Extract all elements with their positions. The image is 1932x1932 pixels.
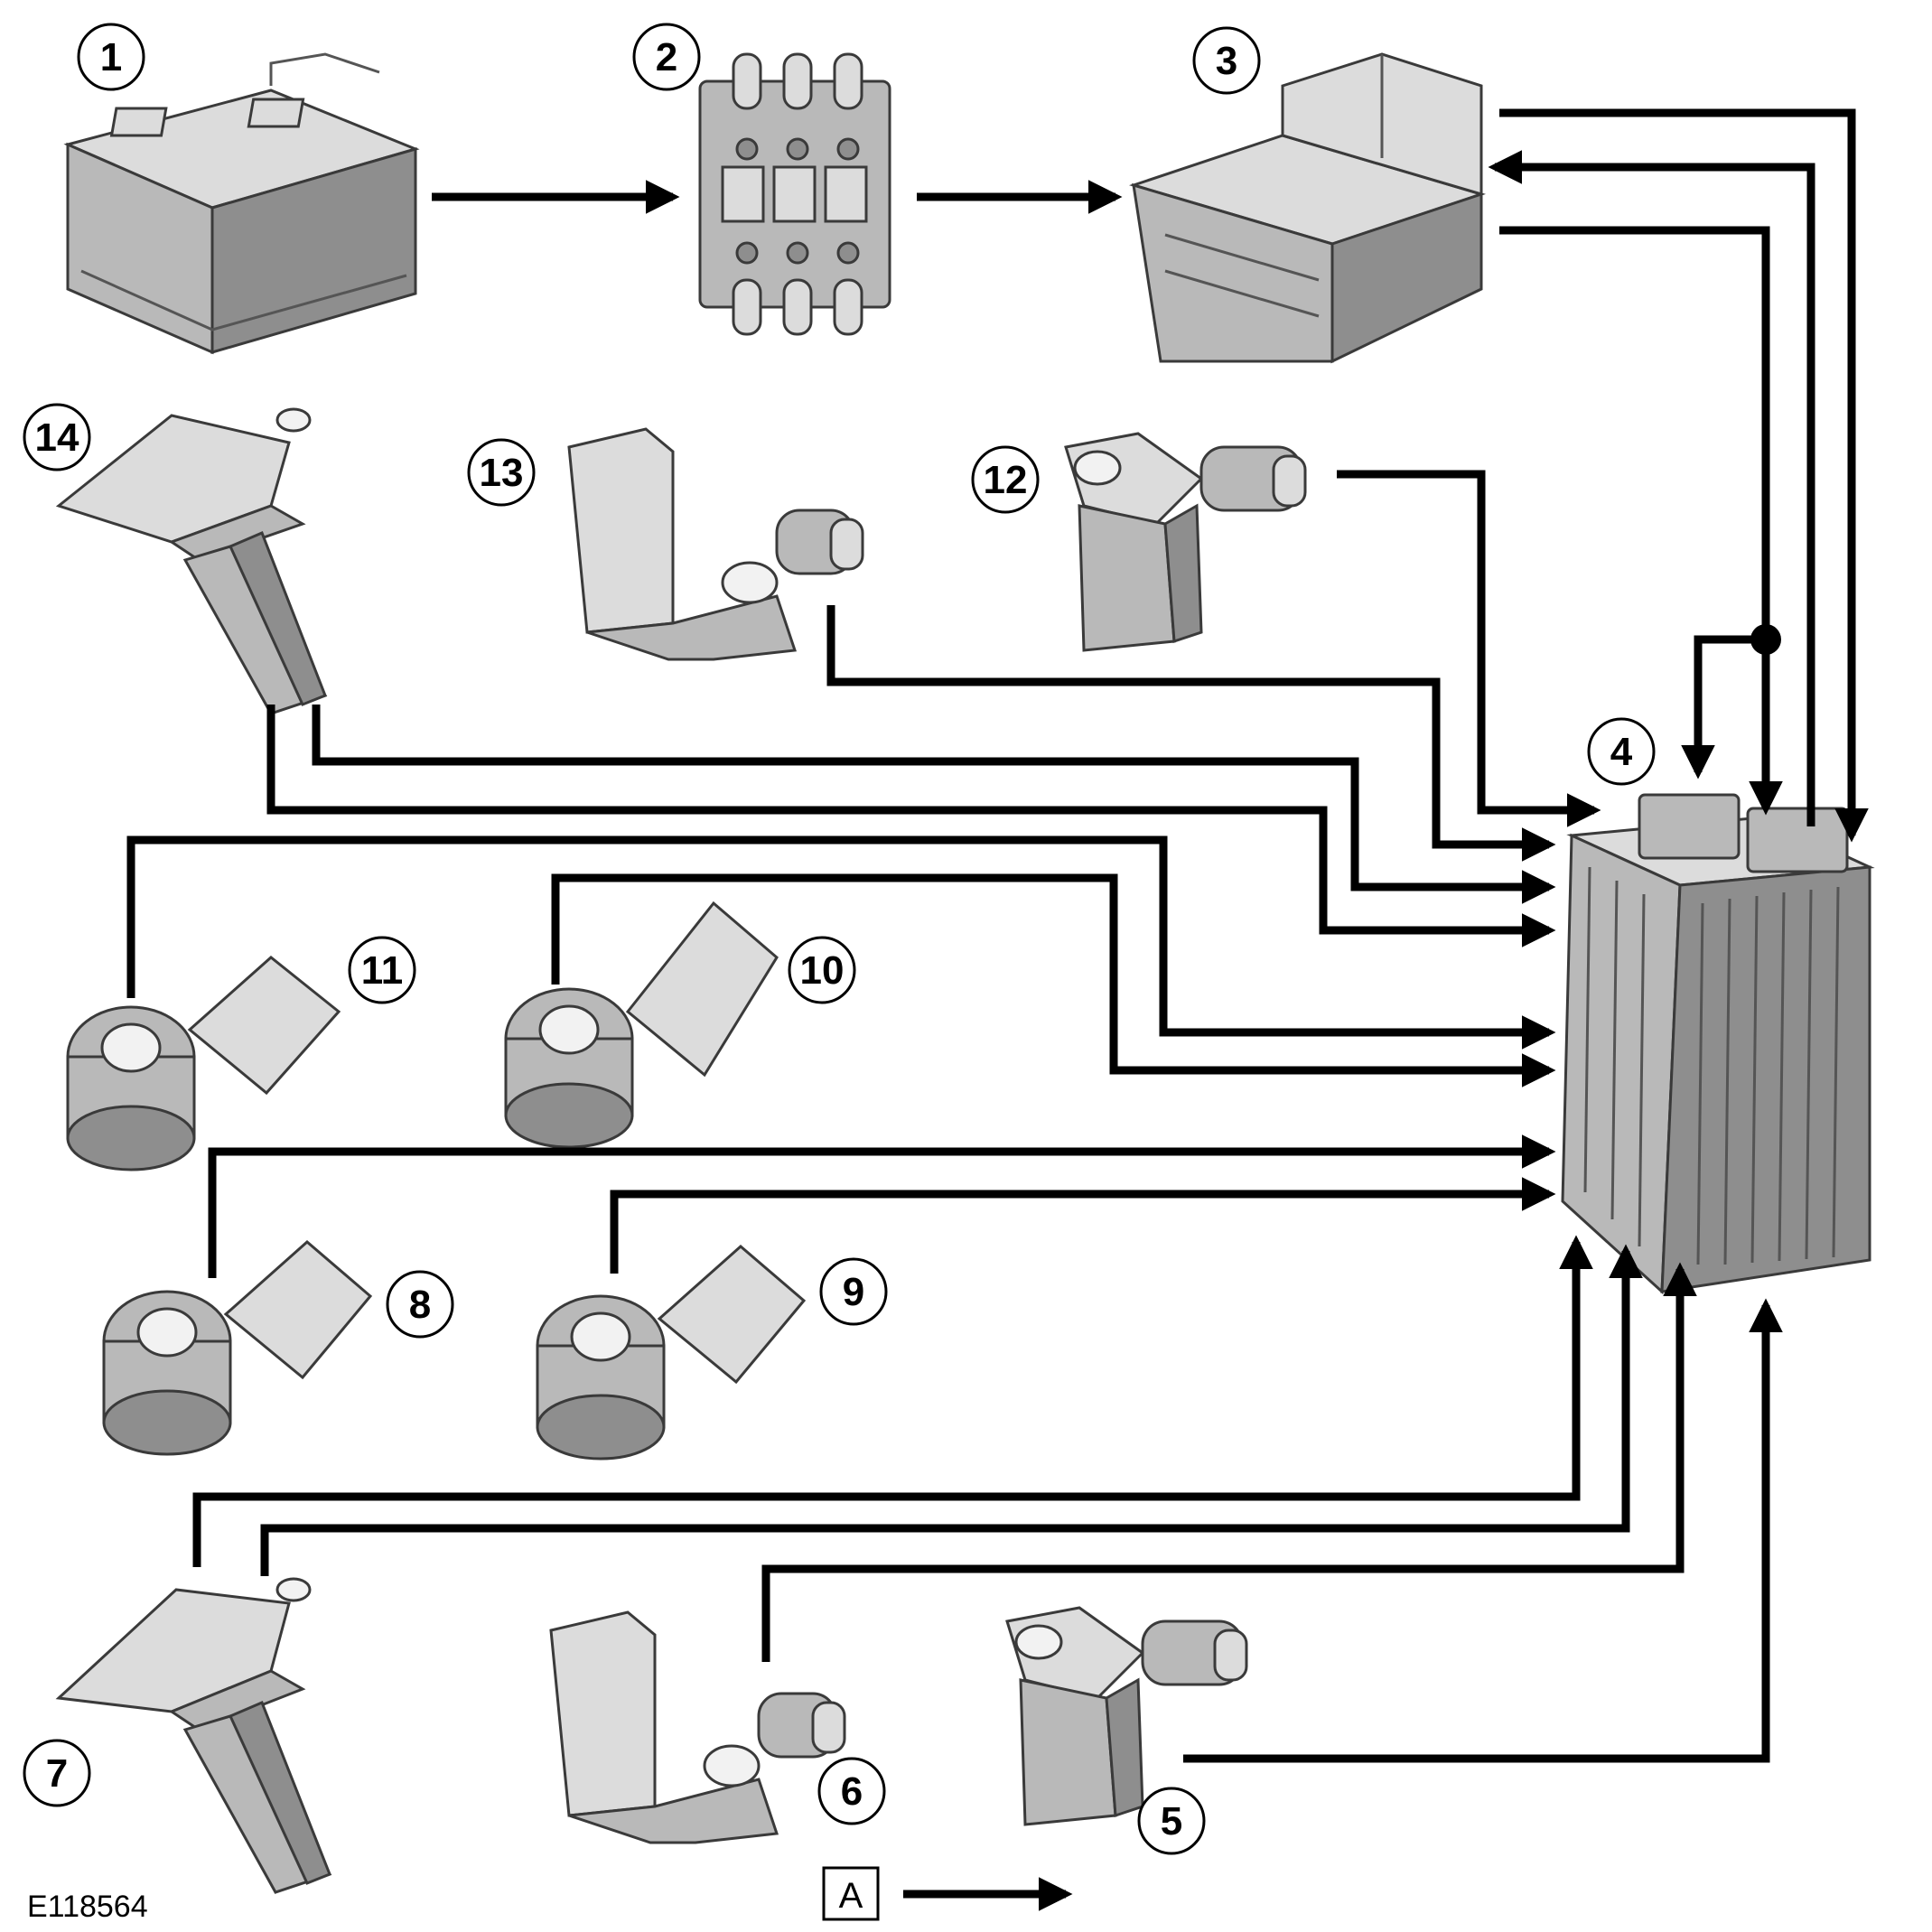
mass-air-flow-sensor-icon [55, 1577, 332, 1894]
callout-7: 7 [23, 1739, 91, 1807]
callout-13: 13 [467, 438, 536, 507]
callout-5: 5 [1137, 1787, 1206, 1855]
callout-label: 2 [656, 35, 677, 79]
callout-circle [1587, 717, 1656, 786]
callout-circle [348, 936, 416, 1004]
callout-label: 7 [46, 1751, 68, 1796]
callout-label: 14 [35, 415, 79, 460]
callout-label: 9 [843, 1270, 864, 1314]
callout-14: 14 [23, 403, 91, 471]
callout-circle [23, 403, 91, 471]
engine-control-module-icon [1561, 793, 1875, 1295]
callout-6: 6 [817, 1757, 886, 1825]
callout-circle [819, 1257, 888, 1326]
callout-label: 6 [841, 1769, 863, 1814]
callout-label: 4 [1610, 730, 1633, 774]
knock-sensor-icon [536, 1245, 807, 1461]
callout-circle [77, 23, 145, 91]
callout-label: 3 [1216, 39, 1237, 83]
callout-label: 12 [984, 458, 1028, 502]
callout-label: 13 [480, 451, 524, 495]
callout-2: 2 [632, 23, 701, 91]
callout-circle [386, 1270, 454, 1339]
callout-label: 1 [100, 35, 122, 79]
callout-8: 8 [386, 1270, 454, 1339]
callout-circle [817, 1757, 886, 1825]
callout-circle [23, 1739, 91, 1807]
callout-1: 1 [77, 23, 145, 91]
callout-circle [971, 445, 1040, 514]
knock-sensor-icon [102, 1240, 373, 1456]
callout-11: 11 [348, 936, 416, 1004]
knock-sensor-icon [504, 901, 779, 1149]
knock-sensor-icon [66, 956, 341, 1171]
callout-label: 8 [409, 1283, 431, 1327]
megafuse-box-icon [698, 52, 891, 336]
camshaft-sensor-icon [567, 427, 864, 661]
callout-9: 9 [819, 1257, 888, 1326]
mass-air-flow-sensor-icon [55, 407, 328, 715]
callout-circle [467, 438, 536, 507]
battery-icon [63, 52, 420, 355]
callout-12: 12 [971, 445, 1040, 514]
splice-dot [1750, 624, 1781, 655]
camshaft-sensor-icon [549, 1610, 846, 1844]
callout-circle [632, 23, 701, 91]
speed-sensor-icon [1064, 432, 1307, 652]
callout-4: 4 [1587, 717, 1656, 786]
key-letter: A [839, 1876, 863, 1916]
speed-sensor-icon [1005, 1606, 1248, 1826]
callout-circle [1192, 26, 1261, 95]
callout-3: 3 [1192, 26, 1261, 95]
junction-box-icon [1128, 52, 1487, 364]
callout-label: 11 [361, 948, 404, 993]
callout-label: 10 [800, 948, 845, 993]
key-box [822, 1866, 880, 1921]
callout-circle [1137, 1787, 1206, 1855]
callout-label: 5 [1161, 1799, 1182, 1843]
reference-id: E118564 [27, 1890, 148, 1924]
connection-lines [126, 108, 1869, 1911]
callout-10: 10 [788, 936, 856, 1004]
callout-circle [788, 936, 856, 1004]
